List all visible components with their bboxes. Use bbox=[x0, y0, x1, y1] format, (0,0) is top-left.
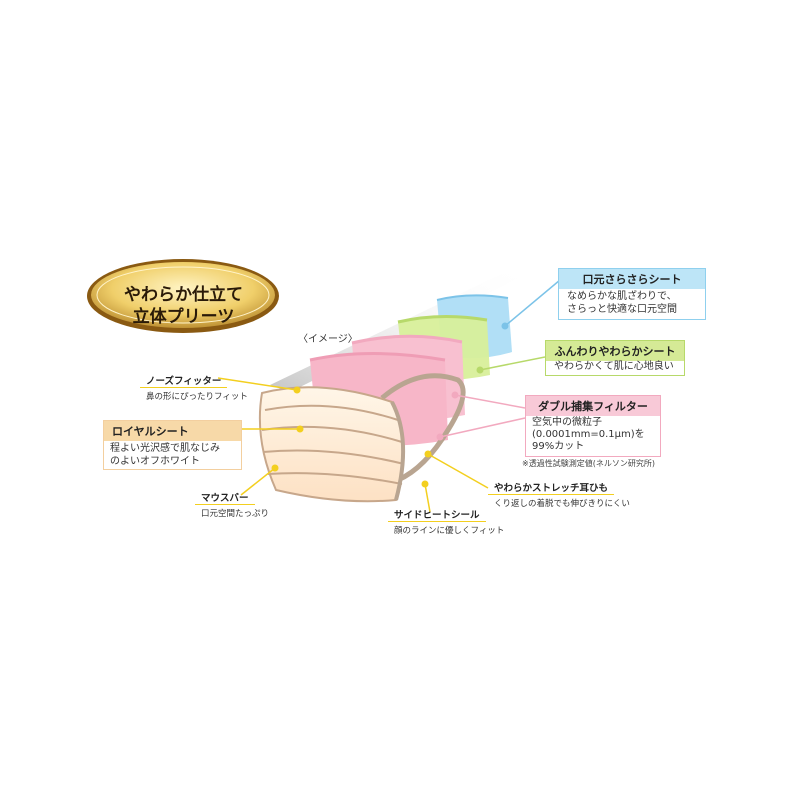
callout-mouth-sheet: 口元さらさらシート なめらかな肌ざわりで、 さらっと快適な口元空間 bbox=[558, 268, 706, 320]
callout-ear-string-desc: くり返しの着脱でも伸びきりにくい bbox=[494, 499, 630, 509]
mask-front bbox=[258, 386, 406, 503]
callout-nose-fitter-title: ノーズフィッター bbox=[140, 373, 228, 388]
callout-soft-sheet-title: ふんわりやわらかシート bbox=[546, 341, 684, 361]
badge-emblem bbox=[87, 259, 279, 333]
leader-dots bbox=[271, 322, 509, 488]
leader-lines bbox=[217, 279, 561, 513]
callout-mouth-space-desc: 口元空間たっぷり bbox=[201, 509, 270, 519]
callout-double-filter: ダブル捕集フィルター 空気中の微粒子 (0.0001mm=0.1μm)を 99%… bbox=[525, 395, 661, 457]
callout-mouth-sheet-title: 口元さらさらシート bbox=[559, 269, 705, 289]
callout-royal-sheet-line-1: 程よい光沢感で肌なじみ bbox=[110, 443, 220, 454]
callout-mouth-sheet-line-1: なめらかな肌ざわりで、 bbox=[567, 291, 677, 302]
callout-side-seal-title: サイドヒートシール bbox=[388, 507, 486, 522]
callout-nose-fitter-desc: 鼻の形にぴったりフィット bbox=[146, 392, 248, 402]
callout-double-filter-title: ダブル捕集フィルター bbox=[526, 396, 660, 416]
callout-royal-sheet: ロイヤルシート 程よい光沢感で肌なじみ のよいオフホワイト bbox=[103, 420, 242, 470]
callout-soft-sheet-line-1: やわらかくて肌に心地良い bbox=[554, 361, 674, 372]
callout-mouth-space-title: マウスバー bbox=[195, 490, 255, 505]
badge-line-1: やわらか仕立て bbox=[124, 285, 243, 305]
callout-royal-sheet-line-2: のよいオフホワイト bbox=[110, 456, 200, 467]
callout-double-filter-line-1: 空気中の微粒子 bbox=[532, 417, 602, 428]
callout-mouth-sheet-line-2: さらっと快適な口元空間 bbox=[567, 304, 677, 315]
image-note: 〈イメージ〉 bbox=[298, 334, 358, 345]
callout-double-filter-line-2: (0.0001mm=0.1μm)を bbox=[532, 429, 645, 440]
ear-loop bbox=[380, 373, 466, 483]
callout-double-filter-note: ※透過性試験測定値(ネルソン研究所) bbox=[522, 459, 655, 468]
callout-double-filter-line-3: 99%カット bbox=[532, 441, 585, 452]
callout-ear-string-title: やわらかストレッチ耳ひも bbox=[488, 480, 615, 495]
callout-royal-sheet-title: ロイヤルシート bbox=[104, 421, 241, 441]
callout-soft-sheet: ふんわりやわらかシート やわらかくて肌に心地良い bbox=[545, 340, 685, 376]
badge-text: やわらか仕立て 立体プリーツ bbox=[96, 284, 271, 328]
callout-side-seal-desc: 顔のラインに優しくフィット bbox=[394, 526, 505, 536]
badge-line-2: 立体プリーツ bbox=[132, 307, 235, 327]
